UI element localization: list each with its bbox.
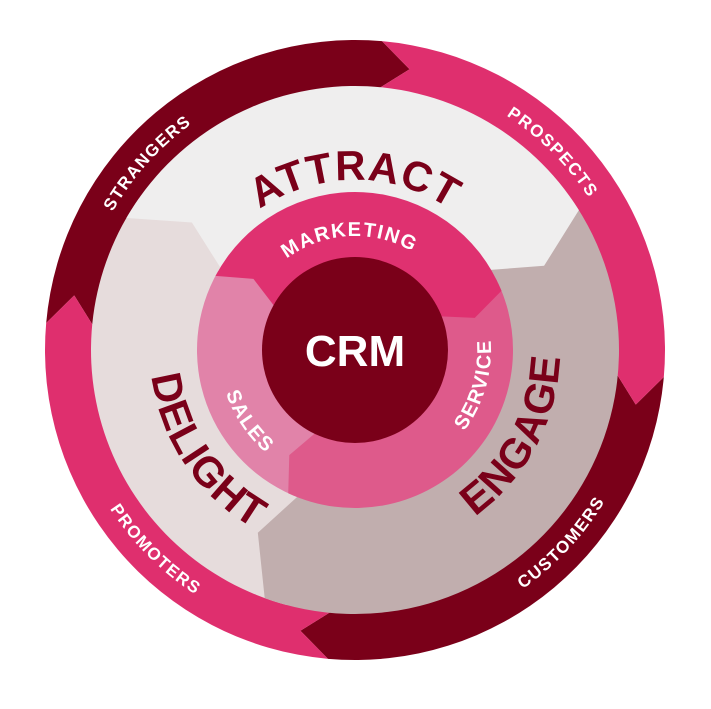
function-segment-sales: [196, 271, 325, 499]
function-segment-marketing: [215, 191, 502, 318]
stage-segment-engage: [257, 198, 619, 615]
ring-segments: [45, 40, 665, 660]
function-segment-service: [288, 283, 513, 508]
core-label: CRM: [305, 327, 405, 376]
outer-segment-strangers: [46, 40, 410, 328]
stage-segment-attract: [126, 85, 579, 276]
outer-segment-promoters: [45, 295, 333, 659]
stage-segment-delight: [90, 198, 317, 606]
crm-core: [262, 257, 448, 443]
outer-segment-customers: [300, 372, 664, 660]
outer-segment-prospects: [377, 41, 665, 405]
